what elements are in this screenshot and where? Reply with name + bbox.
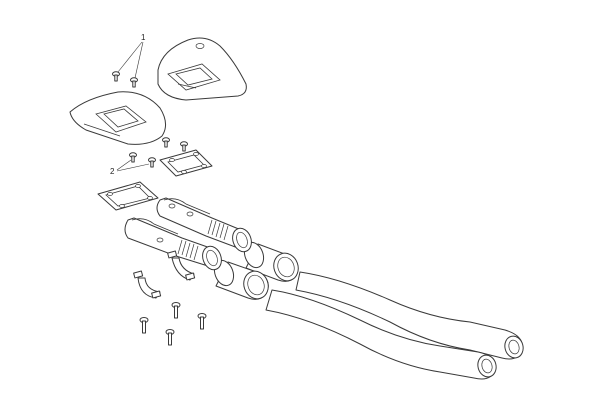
bolt-4 (165, 329, 175, 346)
clamp-body-lower (124, 217, 222, 271)
mounting-plate-upper (159, 149, 213, 177)
mounting-plate-lower (97, 181, 159, 211)
arm-pad-right (157, 37, 247, 101)
callout-1: 1 (117, 33, 146, 79)
bolt-3 (139, 317, 149, 334)
half-clamp-right (167, 250, 196, 281)
small-screw-2c (162, 137, 170, 148)
small-screw-1a (112, 71, 120, 82)
clamp-body-upper (156, 197, 252, 253)
small-screw-2b (148, 157, 156, 168)
extension-tube-lower (265, 289, 497, 380)
half-clamp-left (133, 270, 162, 299)
thread-section-upper (207, 219, 229, 241)
bolt-2 (197, 313, 207, 330)
bolt-1 (171, 302, 181, 319)
thread-section-lower (177, 239, 199, 261)
small-screw-2d (180, 141, 188, 152)
sleeve-lower (213, 259, 269, 300)
callout-label-2: 2 (110, 167, 115, 176)
callout-label-1: 1 (141, 33, 146, 42)
callout-2: 2 (110, 159, 150, 176)
small-screw-1b (130, 77, 138, 88)
extension-tube-upper (295, 271, 524, 360)
small-screw-2a (129, 152, 137, 163)
arm-pad-left (69, 91, 166, 145)
